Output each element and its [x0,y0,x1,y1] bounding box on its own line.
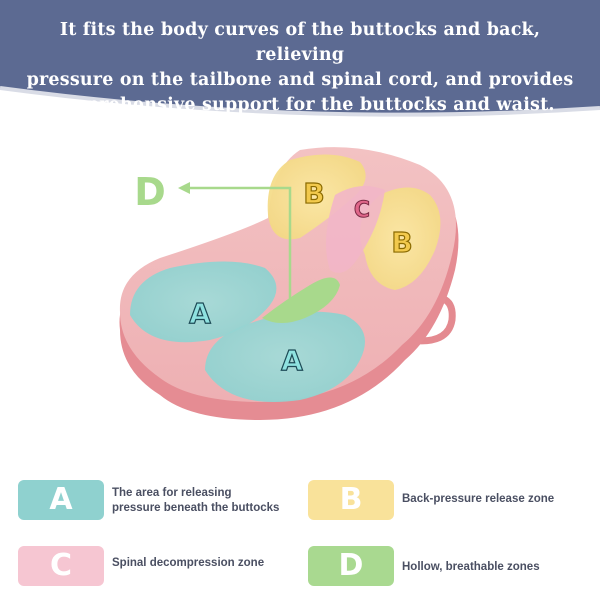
zone-c-channel [326,186,385,273]
zone-b-letter-left: B [303,177,324,210]
legend-text-c-line-1: Spinal decompression zone [112,557,265,569]
zone-c-letter: C [354,198,370,223]
zone-d-letter: D [134,170,166,214]
legend-chip-d: D [308,546,394,586]
zone-b-letter-right: B [391,226,412,259]
d-pointer-arrowhead [178,182,190,194]
cushion-diagram: D B C B A A [119,147,459,420]
legend-text-a-line-2: pressure beneath the buttocks [112,502,280,514]
zone-a-letter-left: A [189,297,211,330]
zone-legend: A The area for releasing pressure beneat… [0,470,600,600]
legend-chip-c-letter: C [49,548,73,583]
legend-chip-c: C [18,546,104,586]
headline: It fits the body curves of the buttocks … [20,18,580,118]
legend-text-b-line-1: Back-pressure release zone [402,493,555,505]
legend-text-a-line-1: The area for releasing [112,487,232,499]
headline-line-3: comprehensive support for the buttocks a… [45,95,555,115]
zone-a-letter-right: A [281,344,303,377]
zone-b-right [360,187,441,290]
d-pointer-line [185,186,292,300]
banner-shape [0,0,600,117]
header-banner: It fits the body curves of the buttocks … [0,0,600,130]
legend-chip-b-letter: B [339,482,363,517]
zone-b-left [267,154,366,240]
legend-text-a: The area for releasing pressure beneath … [112,486,279,516]
legend-chip-b: B [308,480,394,520]
zone-a-right [205,311,365,402]
legend-text-b: Back-pressure release zone [402,492,554,507]
legend-text-d-line-1: Hollow, breathable zones [402,561,540,573]
legend-text-c: Spinal decompression zone [112,556,264,571]
headline-line-1: It fits the body curves of the buttocks … [59,20,541,65]
zone-a-left [130,261,277,343]
headline-line-2: pressure on the tailbone and spinal cord… [26,70,574,90]
legend-chip-d-letter: D [338,548,364,583]
legend-text-d: Hollow, breathable zones [402,560,540,575]
legend-chip-a-letter: A [49,482,73,517]
zone-d-hollow [262,277,340,323]
legend-chip-a: A [18,480,104,520]
